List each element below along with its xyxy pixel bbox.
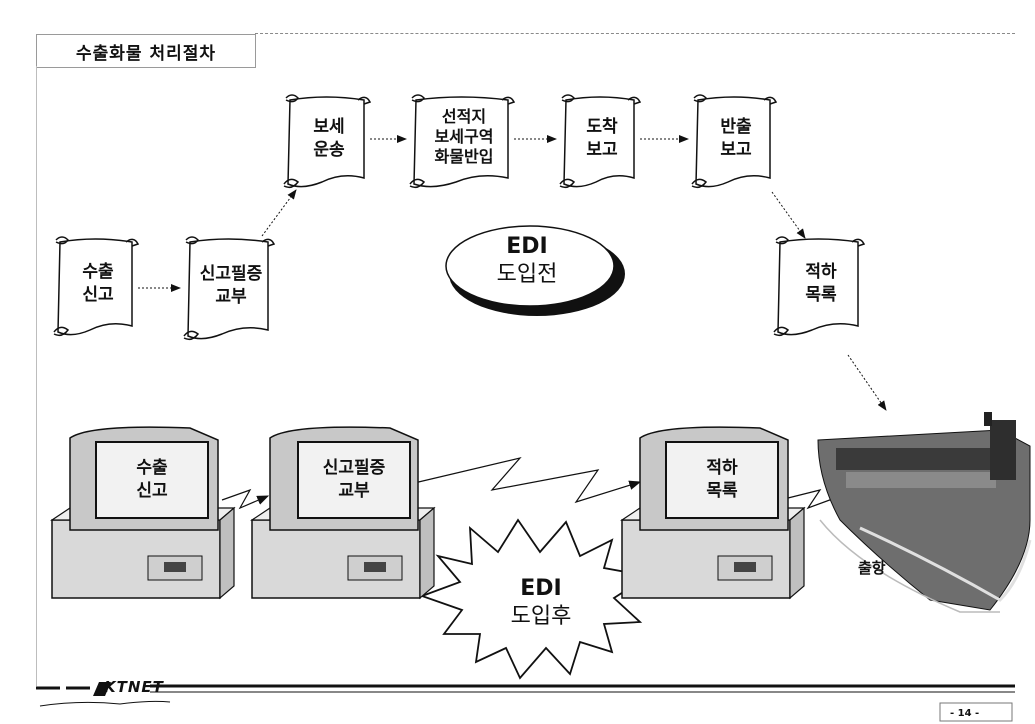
page-title: 수출화물 처리절차: [75, 43, 217, 64]
left-border: [36, 66, 37, 686]
link-pc1-to-pc2: [221, 488, 270, 510]
scroll-icon: [773, 236, 866, 337]
ktnet-logo: [35, 680, 201, 698]
logo-mark-icon: [93, 682, 111, 696]
link-pc3-to-ship: [779, 489, 848, 510]
pc-certificate-issue-label: 신고필증 교부: [322, 458, 386, 501]
edi-after-line1: EDI: [520, 576, 562, 601]
scroll-export-declaration: 수출 신고: [50, 234, 140, 340]
edi-before-line2: 도입전: [496, 262, 558, 287]
scroll-label: 선적지 보세구역 화물반입: [434, 107, 494, 166]
scroll-icon: [691, 94, 778, 189]
scroll-label: 적하 목록: [805, 262, 837, 305]
scroll-label: 보세 운송: [313, 117, 345, 160]
scroll-icon: [53, 236, 140, 337]
edi-after-line2: 도입후: [510, 604, 572, 629]
arrow-certificate-to-transport: [261, 189, 297, 237]
scroll-icon: [183, 236, 276, 341]
scroll-icon: [559, 94, 642, 189]
scroll-arrival-report: 도착 보고: [556, 92, 642, 192]
scroll-icon: [409, 94, 516, 189]
edi-after-badge: EDI 도입후: [476, 566, 606, 642]
scroll-loading-area-carry-in: 선적지 보세구역 화물반입: [406, 92, 516, 192]
scroll-label: 도착 보고: [586, 117, 618, 160]
scroll-icon: [283, 94, 372, 189]
scroll-bonded-transport: 보세 운송: [280, 92, 372, 192]
edi-before-line1: EDI: [506, 234, 548, 259]
scroll-label: 신고필증 교부: [199, 264, 263, 307]
logo-text: KTNET: [104, 678, 164, 696]
edi-after-burst: [419, 518, 651, 680]
arrow-manifest-to-ship: [847, 354, 887, 411]
edi-before-badge: EDI 도입전: [442, 212, 612, 312]
pc-export-declaration-label: 수출 신고: [136, 458, 168, 501]
departure-label: 출항: [858, 559, 886, 577]
link-pc2-to-pc3: [409, 456, 642, 504]
scroll-label: 반출 보고: [720, 117, 752, 160]
title-box: 수출화물 처리절차: [36, 34, 256, 68]
arrow-carry-out-to-manifest: [771, 191, 806, 239]
page-number: - 14 -: [950, 708, 980, 719]
pc-cargo-manifest-label: 적하 목록: [706, 458, 738, 501]
scroll-carry-out-report: 반출 보고: [688, 92, 778, 192]
scroll-cargo-manifest: 적하 목록: [770, 234, 866, 340]
scroll-label: 수출 신고: [82, 262, 114, 305]
title-divider: [255, 33, 1015, 34]
scroll-certificate-issue: 신고필증 교부: [180, 234, 276, 344]
